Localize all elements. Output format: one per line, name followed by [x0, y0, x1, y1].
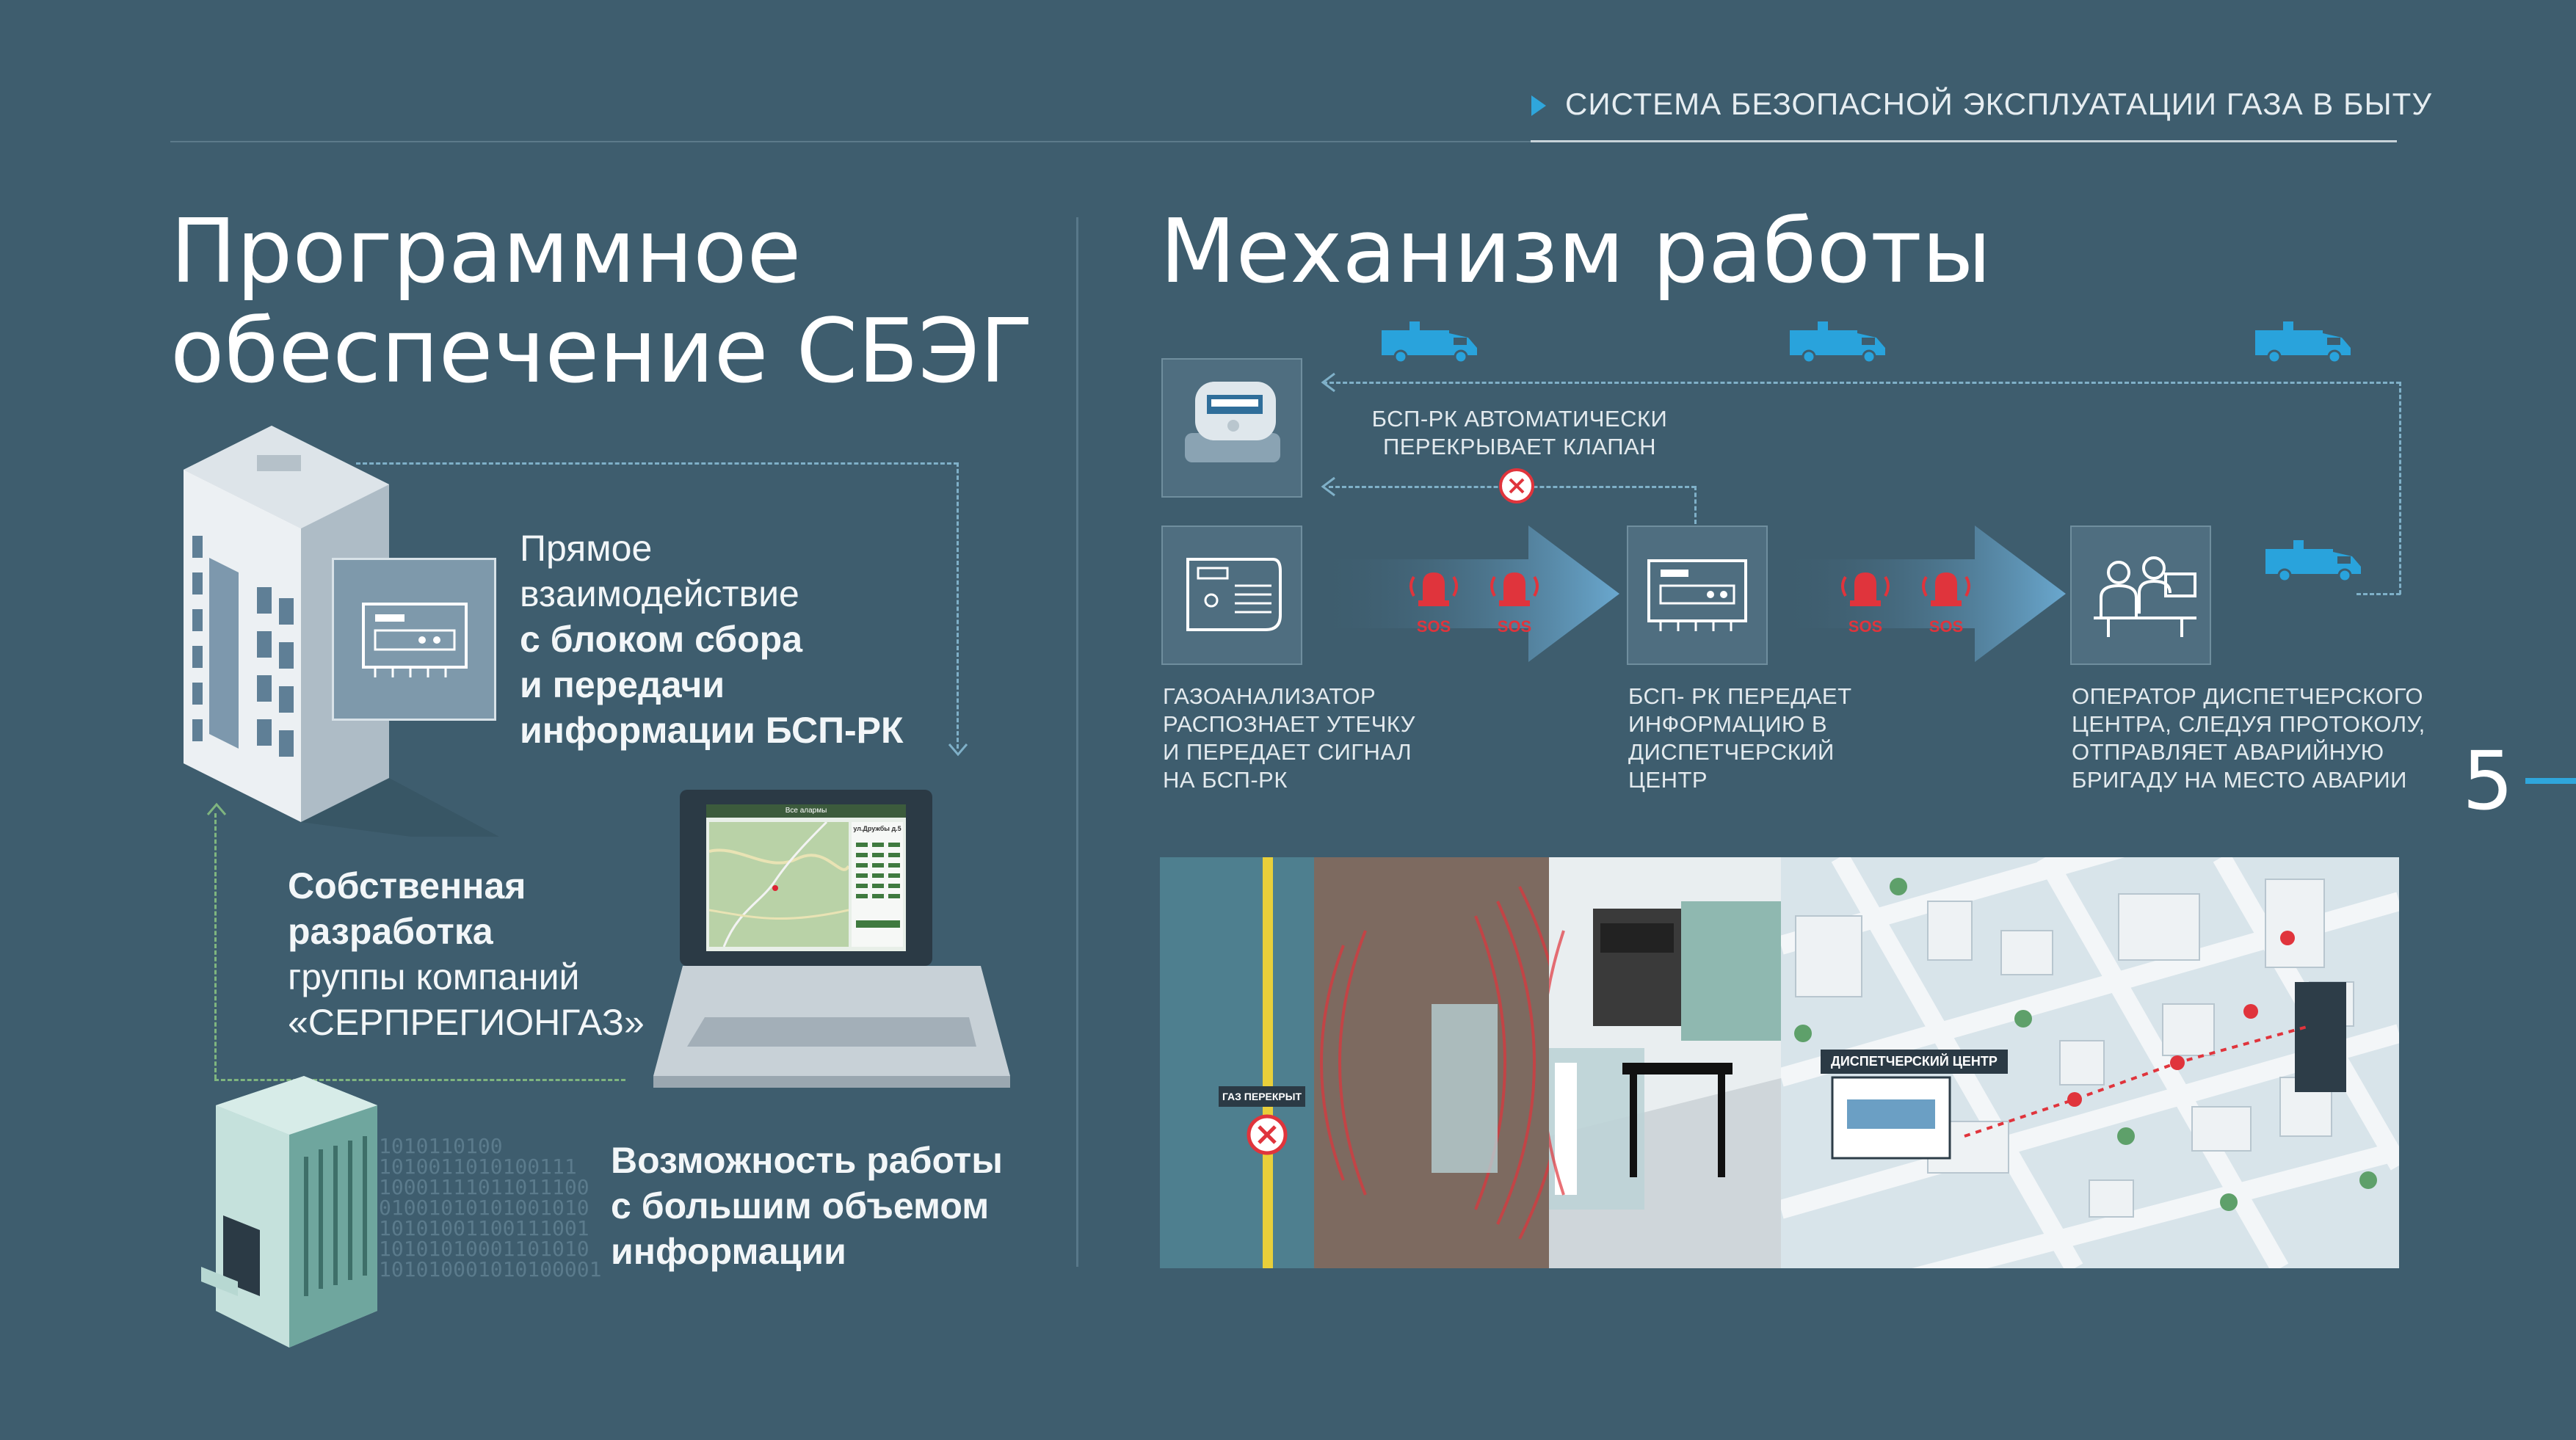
bsp-rk-card: [1627, 526, 1768, 665]
header-rule: [170, 141, 1663, 142]
header-rule-highlight: [1531, 140, 2397, 142]
left-title-line2: обеспечение СБЭГ: [170, 301, 1034, 403]
alarm-bell-icon: [1409, 572, 1458, 606]
close-valve-icon: [1499, 468, 1534, 503]
alarm-bell-icon: [1490, 572, 1539, 606]
van-icon-3: [2255, 321, 2351, 364]
signal-waves-icon: [1320, 886, 1565, 1240]
gas-meter-card: [1161, 358, 1302, 498]
gas-pipe-vertical: [1263, 857, 1273, 1268]
laptop-screen-frame: Все алармы ул.Дружбы д.5: [680, 790, 932, 966]
screen-panel-grid: [856, 843, 900, 928]
binary-stream: 1010110100 1010011010100111 100011110110…: [379, 1134, 602, 1281]
column-divider: [1076, 217, 1078, 1267]
city-map-panel: [1778, 857, 2399, 1268]
feature-big-data: Возможность работы с большим объемом инф…: [611, 1140, 1003, 1272]
page-number: 5: [2462, 734, 2514, 828]
kitchen-icon: [1522, 887, 1843, 1268]
laptop-keyboard-icon: [653, 966, 1010, 1088]
gas-analyzer-icon: [1186, 558, 1282, 631]
server-illustration: [201, 1076, 377, 1348]
laptop-base: [653, 966, 1010, 1091]
valve-line-v: [1694, 486, 1697, 524]
gas-closed-icon: [1247, 1114, 1288, 1155]
street-panel: [1160, 857, 1314, 1268]
flow-arrow-2: [1777, 526, 2066, 662]
connector-right: [957, 462, 959, 749]
gas-analyzer-card: [1161, 526, 1302, 665]
scenario-illustration: ГАЗ ПЕРЕКРЫТ: [1160, 857, 2399, 1268]
gas-closed-label: ГАЗ ПЕРЕКРЫТ: [1219, 1086, 1305, 1107]
van-icon-4: [2265, 540, 2361, 583]
connector-left: [214, 813, 217, 1079]
screen-panel-title: ул.Дружбы д.5: [853, 825, 901, 832]
right-title: Механизм работы: [1160, 201, 1992, 303]
van-icon-2: [1790, 321, 1885, 364]
section-title: СИСТЕМА БЕЗОПАСНОЙ ЭКСПЛУАТАЦИИ ГАЗА В Б…: [1565, 87, 2433, 121]
sos-alarm-icon-4: SOS: [1913, 562, 1979, 636]
bsp-rk-device-icon: [362, 603, 468, 677]
van-icon-1: [1382, 321, 1477, 364]
operator-card: [2070, 526, 2211, 665]
connector-top: [356, 462, 958, 465]
return-line-right: [2399, 382, 2401, 594]
building-illustration: [184, 426, 499, 837]
sos-alarm-icon-2: SOS: [1481, 562, 1548, 636]
screen-header: Все алармы: [706, 804, 906, 818]
feature-own-development: Собственная разработка группы компаний «…: [288, 865, 645, 1043]
dispatch-center-label: ДИСПЕТЧЕРСКИЙ ЦЕНТР: [1821, 1050, 2008, 1074]
sos-alarm-icon-1: SOS: [1401, 562, 1467, 636]
connector-bottom: [214, 1079, 625, 1081]
page-number-accent: [2525, 778, 2576, 784]
feature-direct-interaction: Прямое взаимодействие с блоком сбора и п…: [520, 528, 904, 751]
alarm-bell-icon: [1841, 572, 1890, 606]
arrow-left-icon-2: [1321, 476, 1335, 497]
left-title-line1: Программное: [170, 201, 802, 303]
return-line-stub: [2357, 593, 2401, 595]
sos-alarm-icon-3: SOS: [1832, 562, 1898, 636]
arrow-down-icon: [948, 743, 968, 757]
valve-note: БСП-РК АВТОМАТИЧЕСКИ ПЕРЕКРЫВАЕТ КЛАПАН: [1371, 406, 1668, 459]
screen-panel: ул.Дружбы д.5: [852, 822, 903, 947]
laptop-screen: Все алармы ул.Дружбы д.5: [706, 804, 906, 951]
screen-map: [708, 821, 850, 948]
bsp-rk-device-card: [332, 558, 496, 721]
arrow-left-icon: [1321, 372, 1335, 393]
city-map-icon: [1778, 857, 2399, 1268]
map-icon: [708, 821, 850, 948]
gas-meter-icon: [1185, 382, 1280, 462]
bsp-rk-icon: [1647, 559, 1747, 631]
alarm-bell-icon: [1922, 572, 1970, 606]
flow-arrow-1: [1316, 526, 1619, 662]
operators-icon: [2094, 556, 2196, 637]
arrow-up-icon: [206, 802, 227, 815]
return-line: [1323, 382, 2401, 384]
play-triangle-icon: [1531, 95, 1546, 116]
